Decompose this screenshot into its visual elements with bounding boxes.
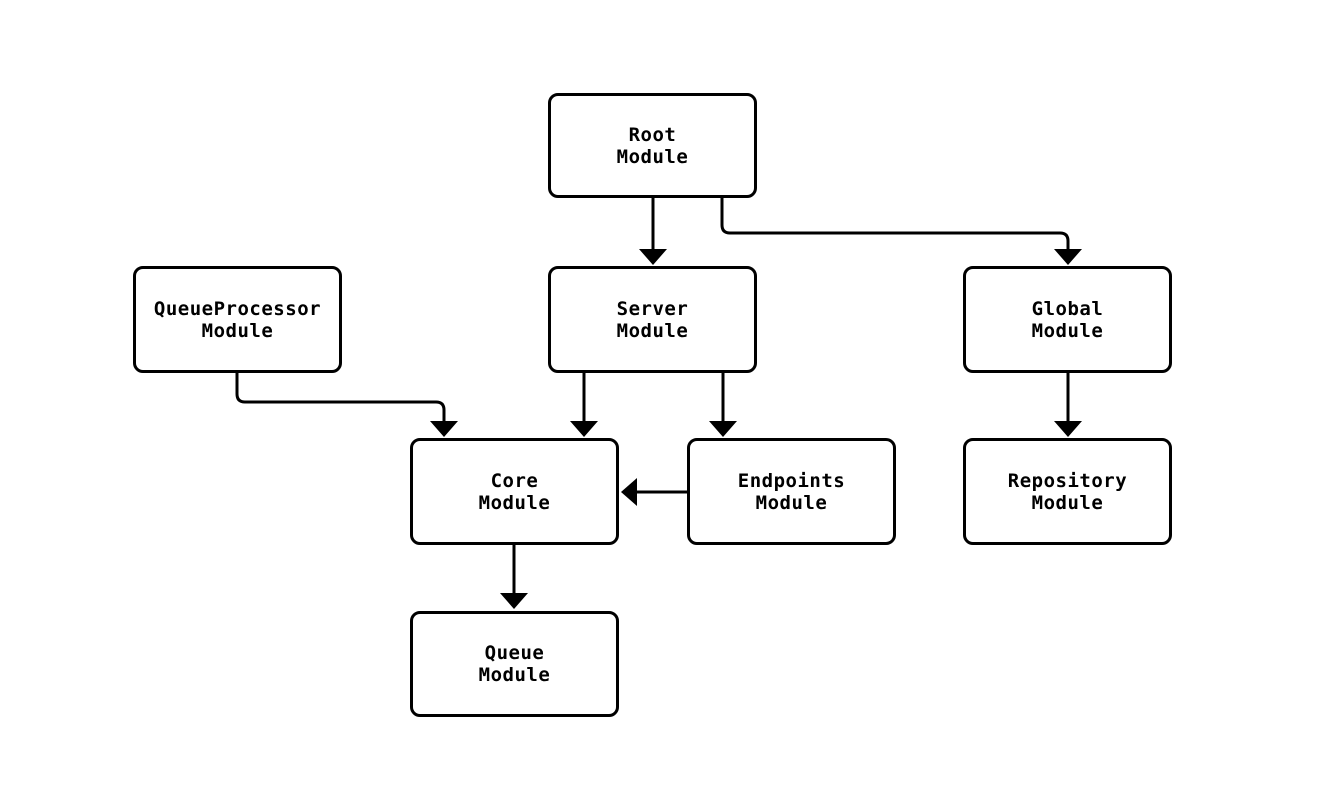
node-repository-module: Repository Module <box>963 438 1172 545</box>
node-label-line2: Module <box>616 319 689 342</box>
node-root-module: Root Module <box>548 93 757 198</box>
node-core-module: Core Module <box>410 438 619 545</box>
node-label-line2: Module <box>478 491 551 514</box>
node-label-line2: Module <box>755 491 828 514</box>
node-label-line1: Global <box>1031 297 1104 320</box>
node-endpoints-module: Endpoints Module <box>687 438 896 545</box>
node-global-module: Global Module <box>963 266 1172 373</box>
node-label: Queue Module <box>479 642 551 686</box>
node-label: Root Module <box>617 124 689 168</box>
node-label-line2: Module <box>616 145 689 168</box>
node-label-line1: Core <box>490 469 539 492</box>
node-queue-module: Queue Module <box>410 611 619 717</box>
edge-queueprocessor-to-core <box>235 373 458 437</box>
node-label-line1: Repository <box>1007 469 1128 492</box>
node-label: QueueProcessor Module <box>154 298 321 342</box>
node-label: Global Module <box>1032 298 1104 342</box>
node-label-line1: QueueProcessor <box>153 297 322 320</box>
node-label: Server Module <box>617 298 689 342</box>
node-label: Endpoints Module <box>738 470 845 514</box>
node-label-line1: Server <box>616 297 689 320</box>
edge-root-to-global <box>720 198 1082 265</box>
node-label-line2: Module <box>1031 491 1104 514</box>
node-queueprocessor-module: QueueProcessor Module <box>133 266 342 373</box>
node-label-line2: Module <box>1031 319 1104 342</box>
node-label: Core Module <box>479 470 551 514</box>
node-label-line1: Queue <box>484 642 545 664</box>
node-label-line2: Module <box>478 664 551 686</box>
node-label-line1: Endpoints <box>737 469 846 492</box>
node-label-line2: Module <box>201 319 274 342</box>
node-server-module: Server Module <box>548 266 757 373</box>
node-label-line1: Root <box>628 123 677 146</box>
node-label: Repository Module <box>1008 470 1127 514</box>
